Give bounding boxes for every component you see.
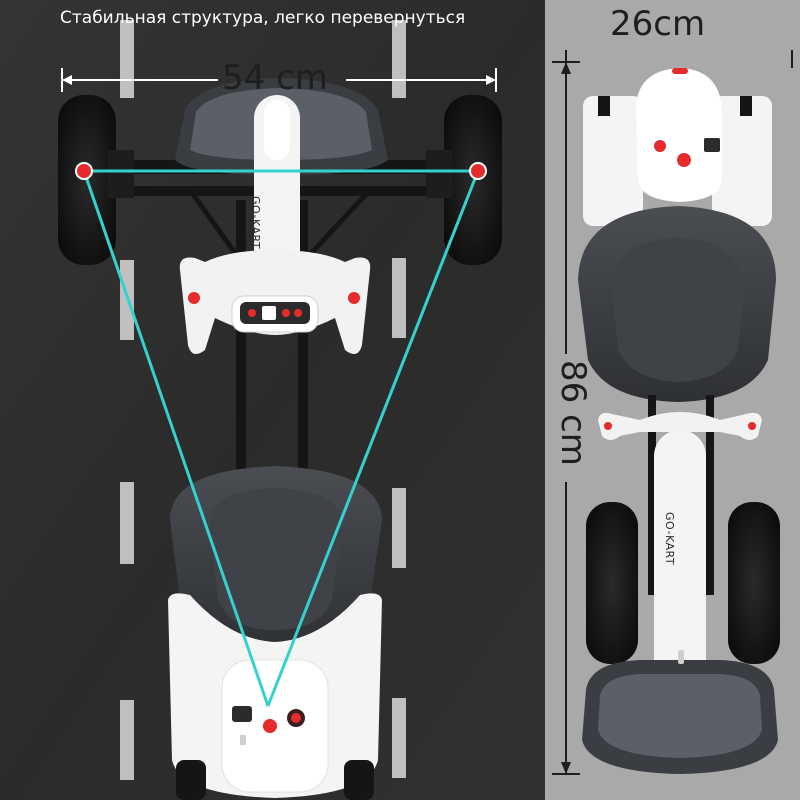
go-kart-top-view	[58, 78, 502, 800]
go-kart-side-view	[578, 68, 780, 774]
kart-logo-side: GO-KART	[663, 512, 676, 566]
measurement-lines	[82, 169, 480, 707]
front-right-pivot-dot	[469, 162, 487, 180]
width-dimension-arrow	[61, 68, 497, 92]
lane-markings	[120, 20, 406, 780]
kart-logo-main: GO-KART	[249, 196, 262, 250]
side-width-label: 26cm	[610, 4, 706, 44]
side-length-dimension	[552, 61, 580, 775]
main-width-label: 54 cm	[222, 58, 328, 98]
rear-pivot-dot	[261, 717, 279, 735]
caption-text: Стабильная структура, легко перевернутьс…	[60, 8, 466, 28]
side-length-label: 86 cm	[553, 360, 593, 466]
front-left-pivot-dot	[75, 162, 93, 180]
